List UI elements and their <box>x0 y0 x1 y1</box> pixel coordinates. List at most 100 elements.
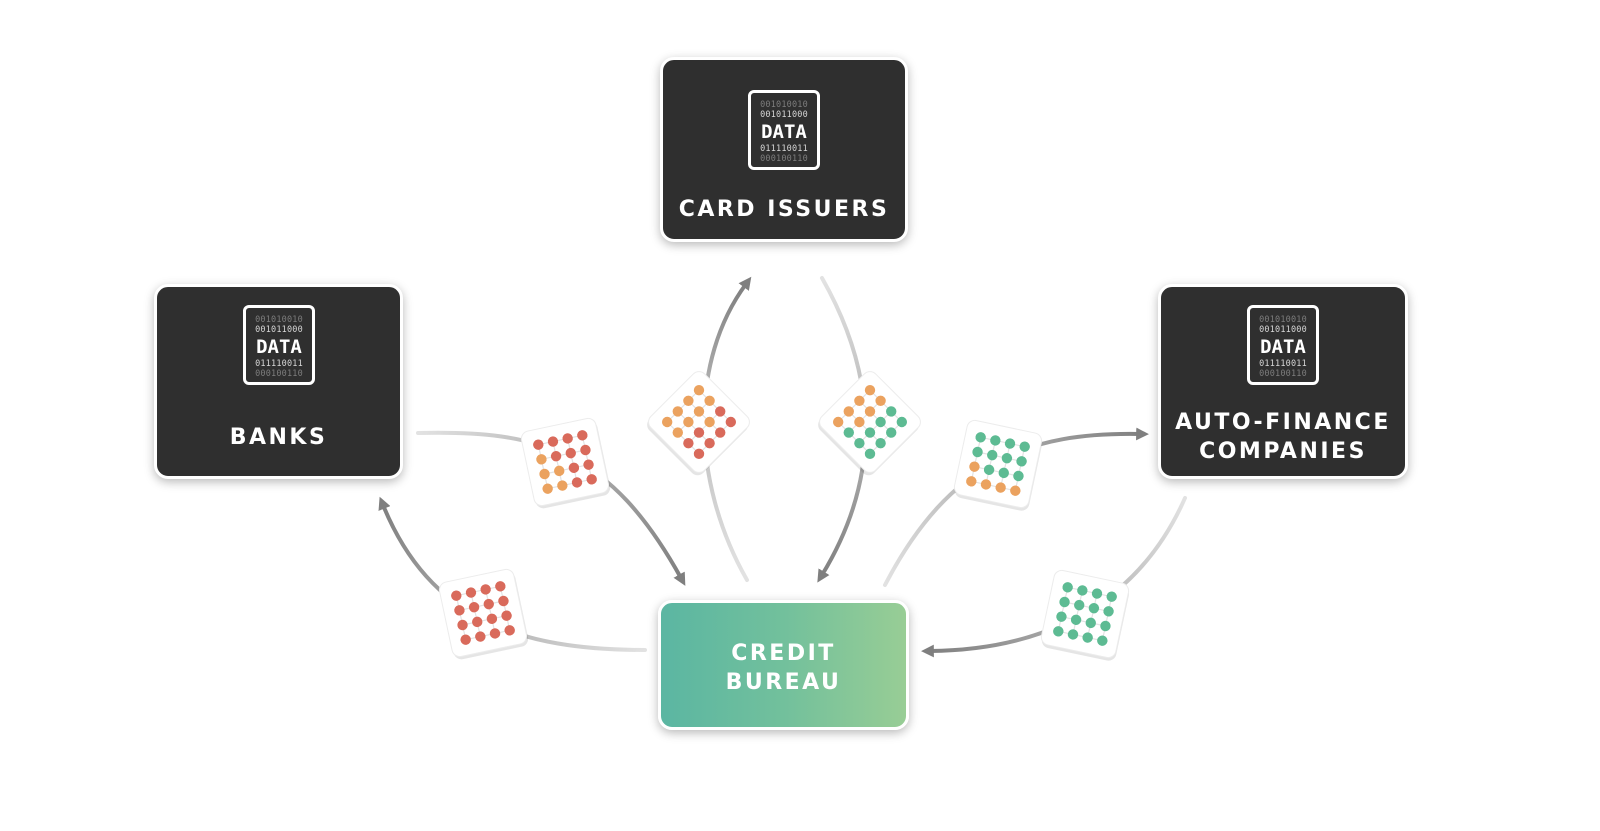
model-node-dot <box>693 406 705 417</box>
model-node-dot <box>854 395 865 406</box>
model-node-dot <box>583 459 594 470</box>
data-bits-line: 001010010 <box>1259 315 1307 325</box>
model-node-dot <box>468 602 480 613</box>
model-node-dot <box>693 448 705 460</box>
model-node-dot <box>864 448 876 460</box>
model-icons <box>438 371 1130 661</box>
data-bits-line: 000100110 <box>1259 369 1307 379</box>
data-word: DATA <box>1260 336 1306 358</box>
model-node-dot <box>725 416 737 428</box>
model-node-dot <box>715 427 726 438</box>
data-bits-line: 001010010 <box>760 100 808 110</box>
model-tile-auto-to-bureau <box>1040 569 1130 661</box>
model-node-dot <box>501 610 512 621</box>
model-tile-bureau-to-auto <box>953 419 1043 511</box>
model-node-dot <box>557 480 568 491</box>
model-node-dot <box>451 590 462 601</box>
data-bits-line: 001011000 <box>1259 325 1307 335</box>
model-node-dot <box>1106 591 1117 602</box>
data-bits-line: 001011000 <box>760 110 808 120</box>
model-node-dot <box>704 395 715 406</box>
model-node-dot <box>972 446 983 458</box>
model-node-dot <box>1100 620 1111 632</box>
model-tile-bureau-to-card <box>647 371 750 476</box>
model-node-dot <box>683 395 694 406</box>
model-node-dot <box>969 461 980 472</box>
model-tile-card <box>953 419 1043 509</box>
model-node-dot <box>875 438 886 449</box>
model-node-dot <box>465 587 477 598</box>
model-node-dot <box>533 439 544 450</box>
data-bits-line: 011110011 <box>255 359 303 369</box>
model-node-dot <box>504 625 515 636</box>
data-document-icon: 001010010 001011000 DATA 011110011 00010… <box>1247 305 1319 385</box>
model-node-dot <box>1085 617 1096 629</box>
model-node-dot <box>542 483 553 494</box>
model-node-dot <box>987 449 998 461</box>
model-node-dot <box>454 605 465 616</box>
card-issuers-label: CARD ISSUERS <box>678 197 890 222</box>
model-node-dot <box>1070 614 1082 625</box>
model-node-dot <box>843 406 854 417</box>
model-node-dot <box>571 477 583 488</box>
model-node-dot <box>875 395 886 406</box>
model-node-dot <box>975 432 986 443</box>
model-node-dot <box>1067 629 1079 640</box>
model-node-dot <box>550 451 562 462</box>
model-node-dot <box>1062 582 1073 593</box>
model-node-dot <box>693 384 705 396</box>
model-node-dot <box>586 474 597 485</box>
model-node-dot <box>704 416 715 428</box>
data-bits-line: 001011000 <box>255 325 303 335</box>
credit-bureau-label: CREDIT BUREAU <box>725 641 842 695</box>
model-node-dot <box>489 628 501 639</box>
model-node-dot <box>1016 456 1027 467</box>
model-node-dot <box>1004 438 1016 449</box>
credit-bureau-node[interactable]: CREDIT BUREAU <box>658 600 909 730</box>
model-node-dot <box>1001 453 1013 464</box>
model-node-dot <box>1053 626 1064 637</box>
data-word: DATA <box>256 336 302 358</box>
model-node-dot <box>554 465 565 477</box>
model-node-dot <box>483 598 494 610</box>
model-node-dot <box>886 406 897 417</box>
model-tile-card-to-bureau <box>818 371 921 476</box>
data-bits-line: 001010010 <box>255 315 303 325</box>
model-node-dot <box>486 613 498 624</box>
data-bits-line: 011110011 <box>760 144 808 154</box>
model-node-dot <box>672 427 683 438</box>
auto-finance-label: AUTO-FINANCE COMPANIES <box>1175 410 1391 464</box>
model-node-dot <box>1088 603 1100 614</box>
data-bits-line: 000100110 <box>255 369 303 379</box>
model-node-dot <box>704 438 715 449</box>
model-node-dot <box>1077 585 1088 596</box>
model-tile-bureau-to-banks <box>438 568 529 660</box>
model-node-dot <box>1010 485 1021 496</box>
model-tile-card <box>648 371 750 473</box>
data-bits-line: 011110011 <box>1259 359 1307 369</box>
model-node-dot <box>990 435 1001 446</box>
model-node-dot <box>693 427 705 438</box>
model-node-dot <box>966 476 977 487</box>
auto-finance-node[interactable]: 001010010 001011000 DATA 011110011 00010… <box>1158 284 1408 479</box>
model-node-dot <box>864 427 876 438</box>
model-node-dot <box>683 438 694 449</box>
model-node-dot <box>1091 588 1103 599</box>
model-node-dot <box>480 584 491 595</box>
model-tile-card <box>438 568 528 658</box>
model-node-dot <box>661 416 673 428</box>
model-node-dot <box>1074 599 1085 611</box>
model-node-dot <box>565 447 576 459</box>
model-node-dot <box>457 619 468 631</box>
banks-node[interactable]: 001010010 001011000 DATA 011110011 00010… <box>154 284 403 479</box>
card-issuers-node[interactable]: 001010010 001011000 DATA 011110011 00010… <box>660 57 908 242</box>
model-node-dot <box>1097 635 1108 646</box>
model-node-dot <box>886 427 897 438</box>
model-node-dot <box>854 438 865 449</box>
model-node-dot <box>495 581 506 592</box>
model-node-dot <box>980 479 992 490</box>
model-node-dot <box>1103 606 1114 617</box>
model-node-dot <box>983 464 995 475</box>
model-node-dot <box>475 631 486 642</box>
